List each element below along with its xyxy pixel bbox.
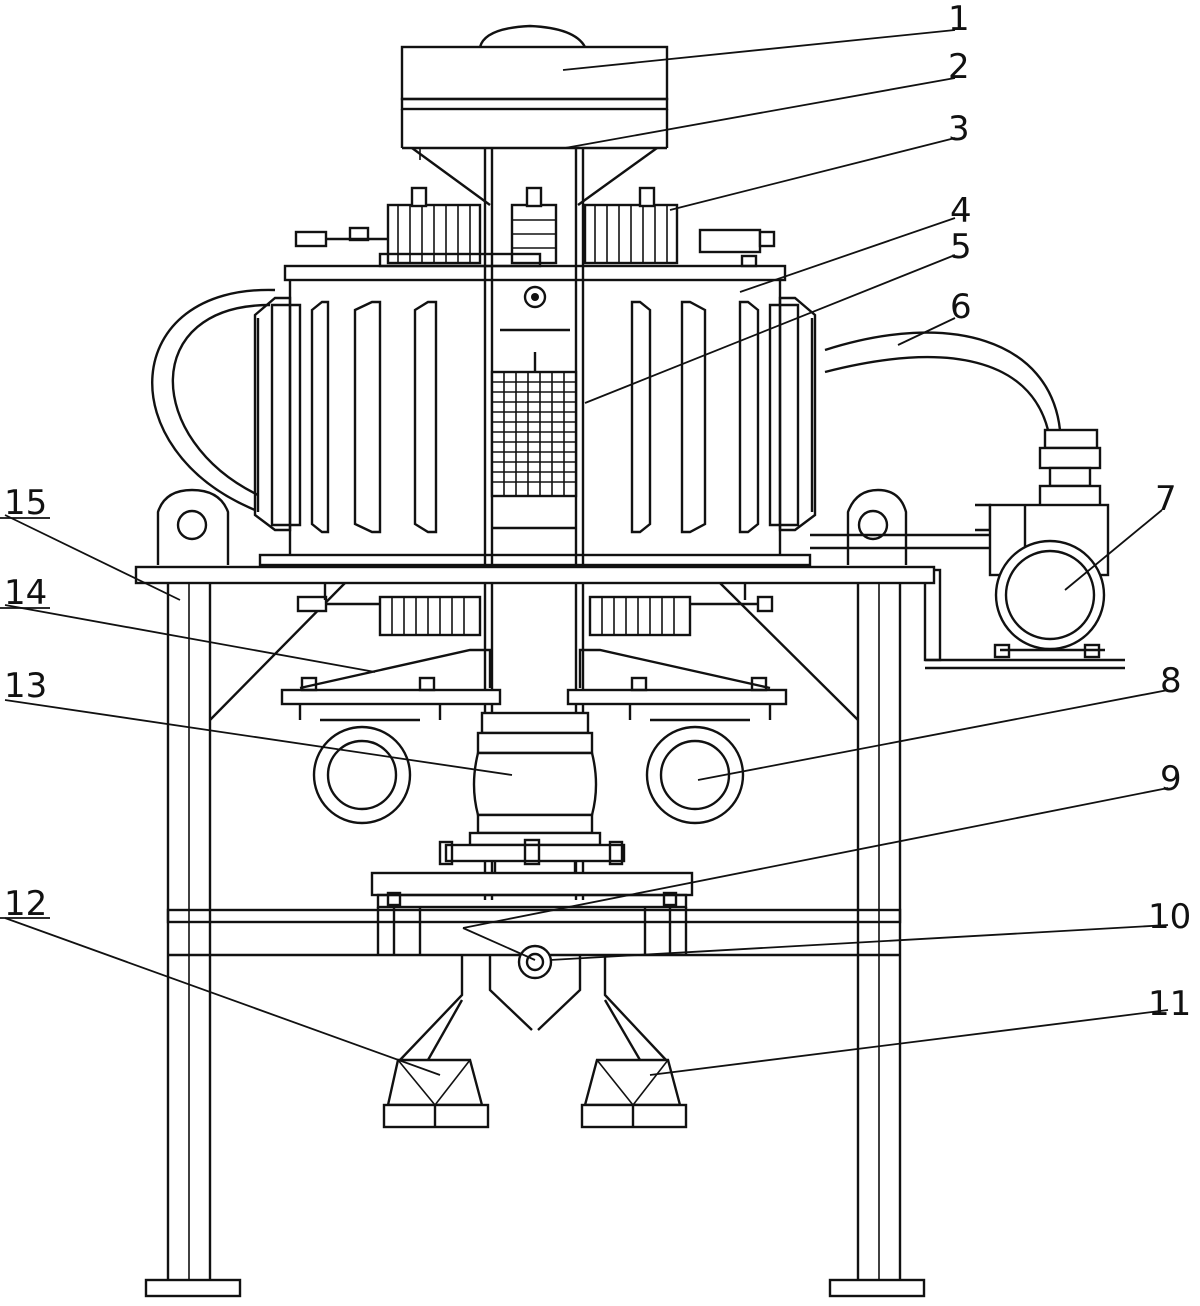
magnet-housing [253,264,817,567]
callout-13: 13 [4,666,47,706]
callout-2: 2 [948,47,970,87]
callout-9: 9 [1160,759,1182,799]
pulsation-motors [312,725,745,825]
collecting-tray [370,871,694,955]
leader-lines [0,29,1169,1076]
callout-8: 8 [1160,661,1182,701]
callout-11: 11 [1148,984,1191,1024]
lower-coils [280,583,788,722]
callout-12: 12 [4,884,47,924]
pump-motor [810,428,1125,670]
oil-hose [151,288,1062,512]
magnetic-matrix [490,352,578,530]
callout-14: 14 [4,573,47,613]
callout-3: 3 [948,109,970,149]
top-coil-clusters [294,186,776,268]
callout-15: 15 [4,483,47,523]
callout-5: 5 [950,227,972,267]
callout-1: 1 [948,0,970,39]
feed-hopper [400,24,669,206]
callout-10: 10 [1148,897,1191,937]
callout-7: 7 [1155,479,1177,519]
rubber-bellows [438,711,626,875]
callout-6: 6 [950,287,972,327]
callout-labels: 1 2 3 4 5 6 7 8 9 10 11 12 13 14 15 [4,0,1191,1024]
callout-4: 4 [950,191,972,231]
discharge-spouts [382,944,688,1129]
